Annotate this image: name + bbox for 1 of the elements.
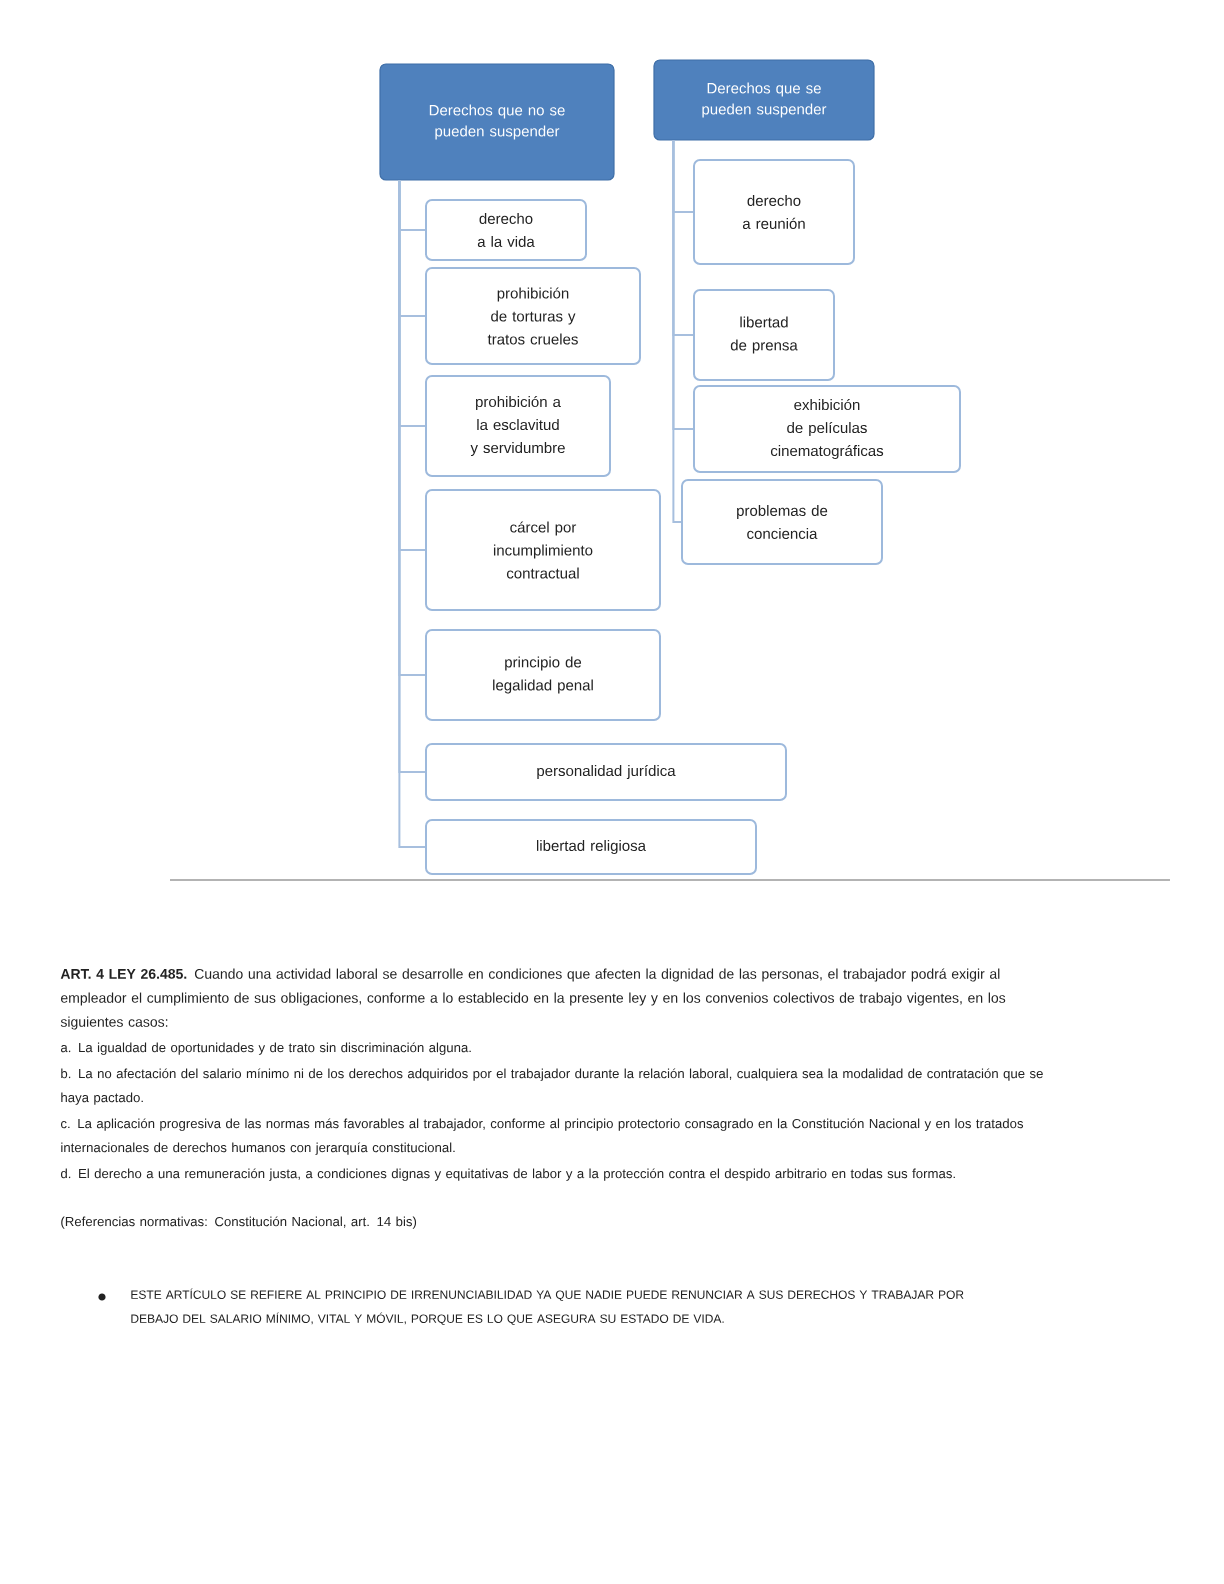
connector-line: [672, 139, 682, 523]
